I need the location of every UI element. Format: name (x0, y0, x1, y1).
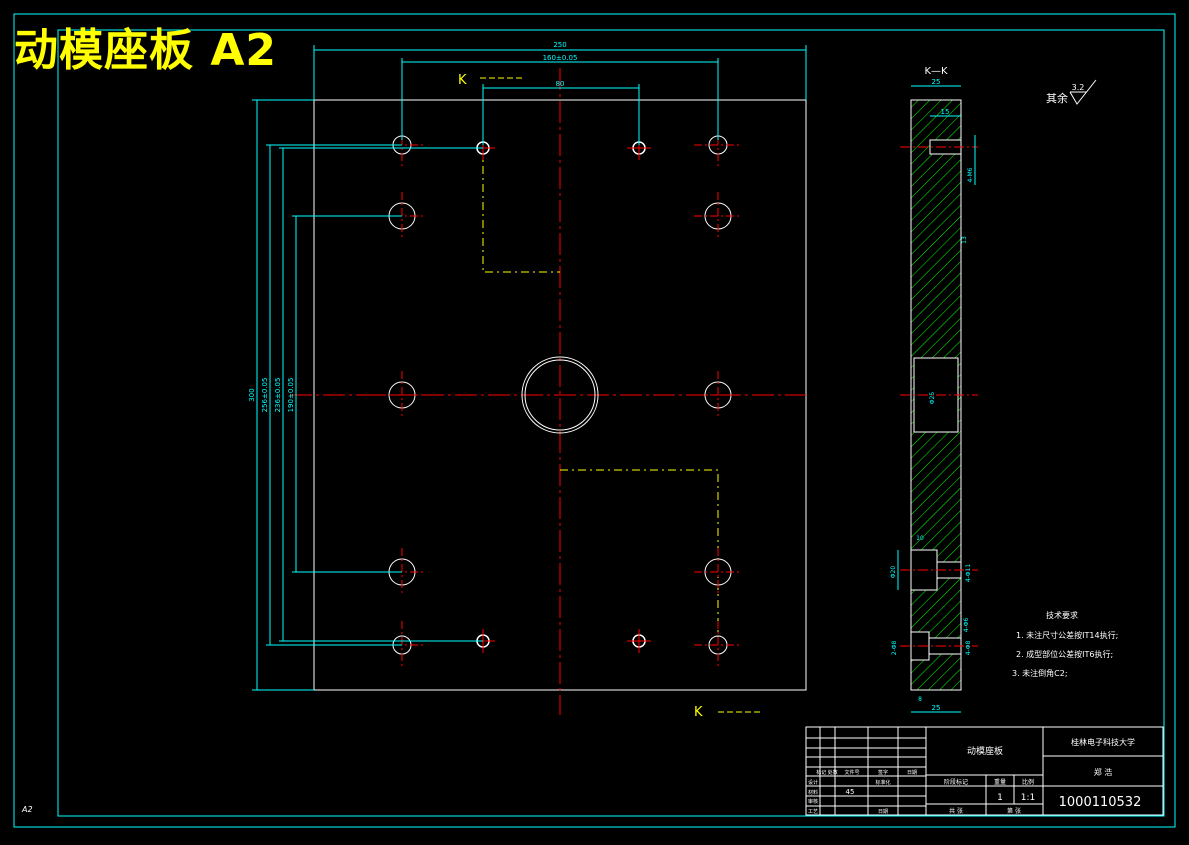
design-label: 设计 (808, 779, 818, 786)
tech-req-heading: 技术要求 (1046, 610, 1078, 620)
standardization-label: 标准化 (875, 779, 890, 786)
sheet-num-label: 第 张 (1007, 807, 1021, 815)
dim-text-small: 8 (918, 696, 922, 703)
dim-text-15: 15 (941, 108, 950, 116)
tech-req-item: 3. 未注倒角C2; (1012, 668, 1068, 678)
dim-text-160: 160±0.05 (543, 54, 578, 62)
section-path-lower (560, 469, 719, 645)
material-label: 材料 (808, 789, 818, 796)
dim-text-6: 4-Φ6 (963, 618, 970, 633)
date-label: 日期 (907, 770, 917, 776)
scale-value: 1:1 (1021, 793, 1035, 803)
dim-text-190: 190±0.05 (287, 378, 295, 413)
dim-text-top: 25 (932, 78, 941, 86)
title-block-text: 动模座板 桂林电子科技大学 郑 浩 1000110532 45 1:1 1 阶段… (808, 737, 1141, 815)
dim-text-8b: 4-Φ8 (965, 641, 972, 656)
dim-text-300: 300 (248, 388, 256, 401)
designer-name: 郑 浩 (1094, 767, 1113, 777)
plan-view: K K 250 160±0.05 80 300 25 (248, 41, 807, 720)
dim-text-80: 80 (556, 80, 565, 88)
tech-req-item: 1. 未注尺寸公差按IT14执行; (1016, 630, 1118, 640)
drawing-number: 1000110532 (1059, 795, 1142, 810)
sheet-corner-label: A2 (21, 805, 33, 814)
dim-text-m6: 4-M6 (967, 167, 974, 182)
approve-label: 日期 (878, 809, 888, 815)
section-marker-bottom: K (694, 705, 703, 720)
dim-text-10: 10 (916, 535, 924, 542)
sign-label: 签字 (878, 769, 888, 776)
section-label: K—K (924, 66, 948, 77)
review-label: 审核 (808, 798, 818, 805)
dim-text-11: 4-Φ11 (965, 564, 972, 583)
stage-mark-label: 阶段标记 (944, 778, 968, 786)
title-block-frame (805, 726, 1164, 816)
marking-label: 标记 处数 (816, 769, 838, 776)
center-bore-inner (524, 359, 596, 431)
dim-text-bore: Φ25 (929, 392, 936, 405)
sheet-total-label: 共 张 (949, 807, 963, 815)
outer-frame (13, 13, 1176, 828)
dim-text-13: 13 (961, 236, 968, 244)
center-bore-outer (521, 356, 599, 434)
dim-text-236: 236±0.05 (274, 378, 282, 413)
drawing-title: 动模座板 A2 (14, 25, 277, 76)
part-name: 动模座板 (967, 745, 1003, 757)
surface-finish-label: 其余 (1046, 91, 1068, 105)
dim-text-256: 256±0.05 (261, 378, 269, 413)
dim-text-250: 250 (553, 41, 566, 49)
tech-req-item: 2. 成型部位公差按IT6执行; (1016, 649, 1113, 659)
surface-finish-value: 3.2 (1072, 83, 1085, 92)
surface-finish: 其余 3.2 (1046, 79, 1097, 105)
section-view: K—K 25 15 25 4-M6 13 Φ25 (890, 66, 978, 713)
dim-text-cbore: Φ20 (890, 566, 897, 579)
dim-text-bottom: 25 (932, 704, 941, 712)
doc-label: 文件号 (844, 769, 859, 776)
title-block (805, 726, 1164, 816)
section-marker-top: K (458, 73, 467, 88)
holes-group (378, 121, 742, 669)
scale-label: 比例 (1022, 778, 1034, 786)
process-label: 工艺 (808, 809, 818, 815)
section-path-upper (482, 148, 560, 273)
technical-requirements: 技术要求 1. 未注尺寸公差按IT14执行; 2. 成型部位公差按IT6执行; … (1012, 610, 1118, 678)
roughness-icon (1069, 79, 1097, 105)
weight-label: 重量 (994, 778, 1006, 786)
quantity-value: 1 (997, 793, 1003, 803)
material-value: 45 (846, 788, 855, 796)
school-name: 桂林电子科技大学 (1071, 737, 1135, 747)
dim-text-8a: 2-Φ8 (891, 641, 898, 656)
inner-frame (57, 29, 1165, 817)
